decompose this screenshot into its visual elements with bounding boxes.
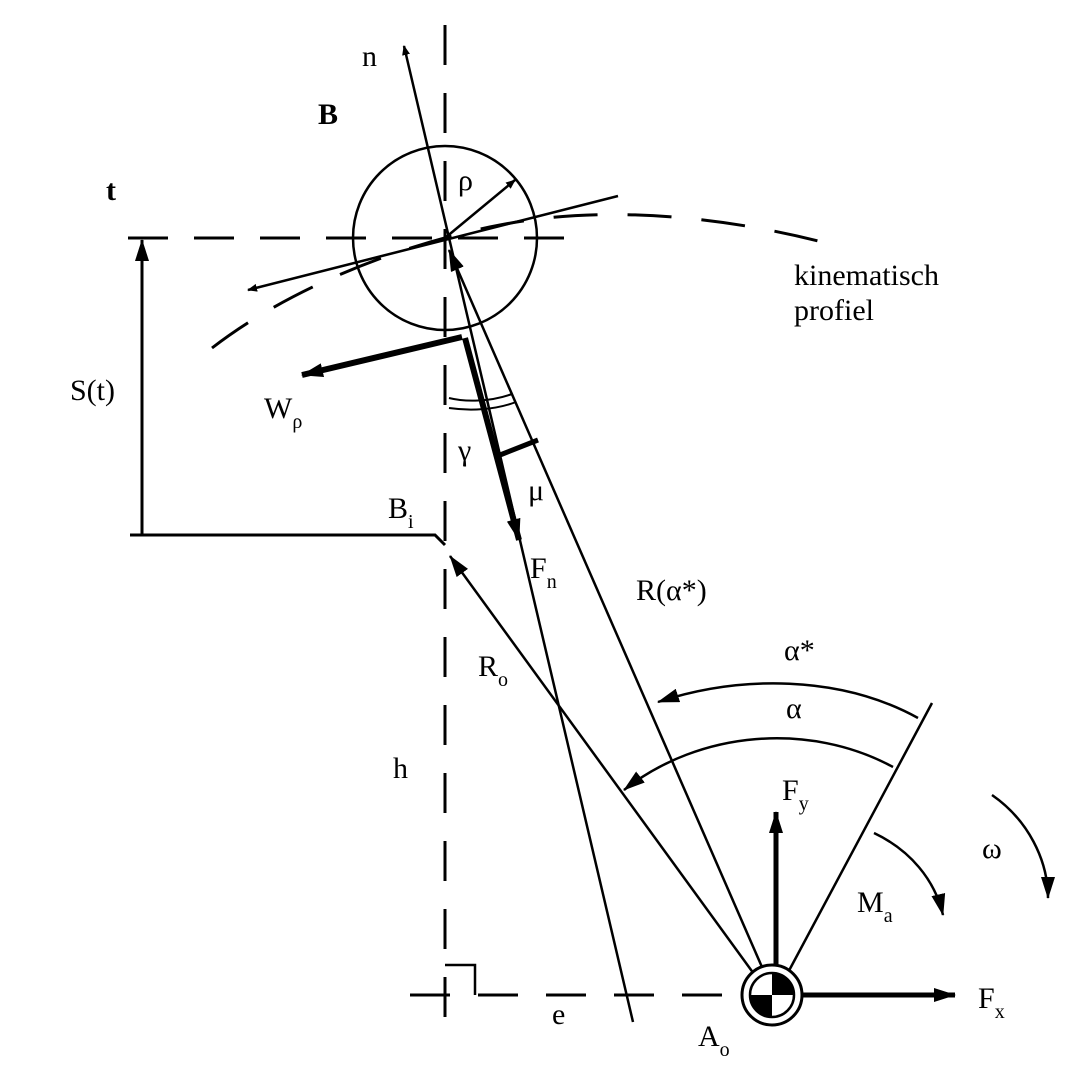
label-Fx: Fx <box>978 982 1005 1023</box>
radius-Ro-line <box>448 555 764 986</box>
label-e: e <box>552 998 565 1031</box>
alpha-arc <box>623 737 894 791</box>
label-alpha: α <box>786 692 802 725</box>
friction-W-arrow <box>301 334 463 378</box>
alpha-star-arc <box>657 682 919 720</box>
label-B: B <box>318 98 338 131</box>
label-Fy: Fy <box>782 774 809 815</box>
label-Ao: Ao <box>698 1020 730 1061</box>
label-kinematic-line1: kinematisch <box>794 259 939 292</box>
force-Fn-arrow <box>462 337 522 541</box>
angle-reference-line <box>782 702 934 981</box>
pivot-Ao-icon <box>740 963 804 1027</box>
label-Ro: Ro <box>478 650 508 691</box>
label-R-alpha-star: R(α*) <box>636 574 707 607</box>
label-h: h <box>393 752 408 785</box>
omega-arc <box>991 793 1055 899</box>
label-S: S(t) <box>70 374 115 407</box>
label-Bi: Bi <box>388 492 414 533</box>
kinematic-profile-curve <box>211 213 831 350</box>
label-gamma: γ <box>457 434 471 467</box>
label-alpha-star: α* <box>784 634 815 667</box>
radius-R-alpha-star-line <box>447 249 774 991</box>
right-angle-marker <box>445 963 477 995</box>
label-rho: ρ <box>458 164 473 197</box>
label-kinematic-line2: profiel <box>794 294 874 327</box>
base-step-line <box>130 533 447 547</box>
mu-marker <box>499 437 539 458</box>
label-W: Wρ <box>264 392 302 433</box>
label-omega: ω <box>982 832 1002 865</box>
roller-circle <box>351 144 539 332</box>
label-t: t <box>106 174 116 207</box>
gamma-arc-inner <box>448 401 517 411</box>
label-Fn: Fn <box>530 552 557 593</box>
gamma-arc-outer <box>448 393 513 402</box>
label-mu: μ <box>528 474 544 507</box>
radius-rho-arrow <box>444 179 516 239</box>
label-n: n <box>362 40 377 73</box>
tangent-line <box>247 194 619 292</box>
label-Ma: Ma <box>857 886 893 927</box>
moment-Ma-arc <box>873 831 946 916</box>
